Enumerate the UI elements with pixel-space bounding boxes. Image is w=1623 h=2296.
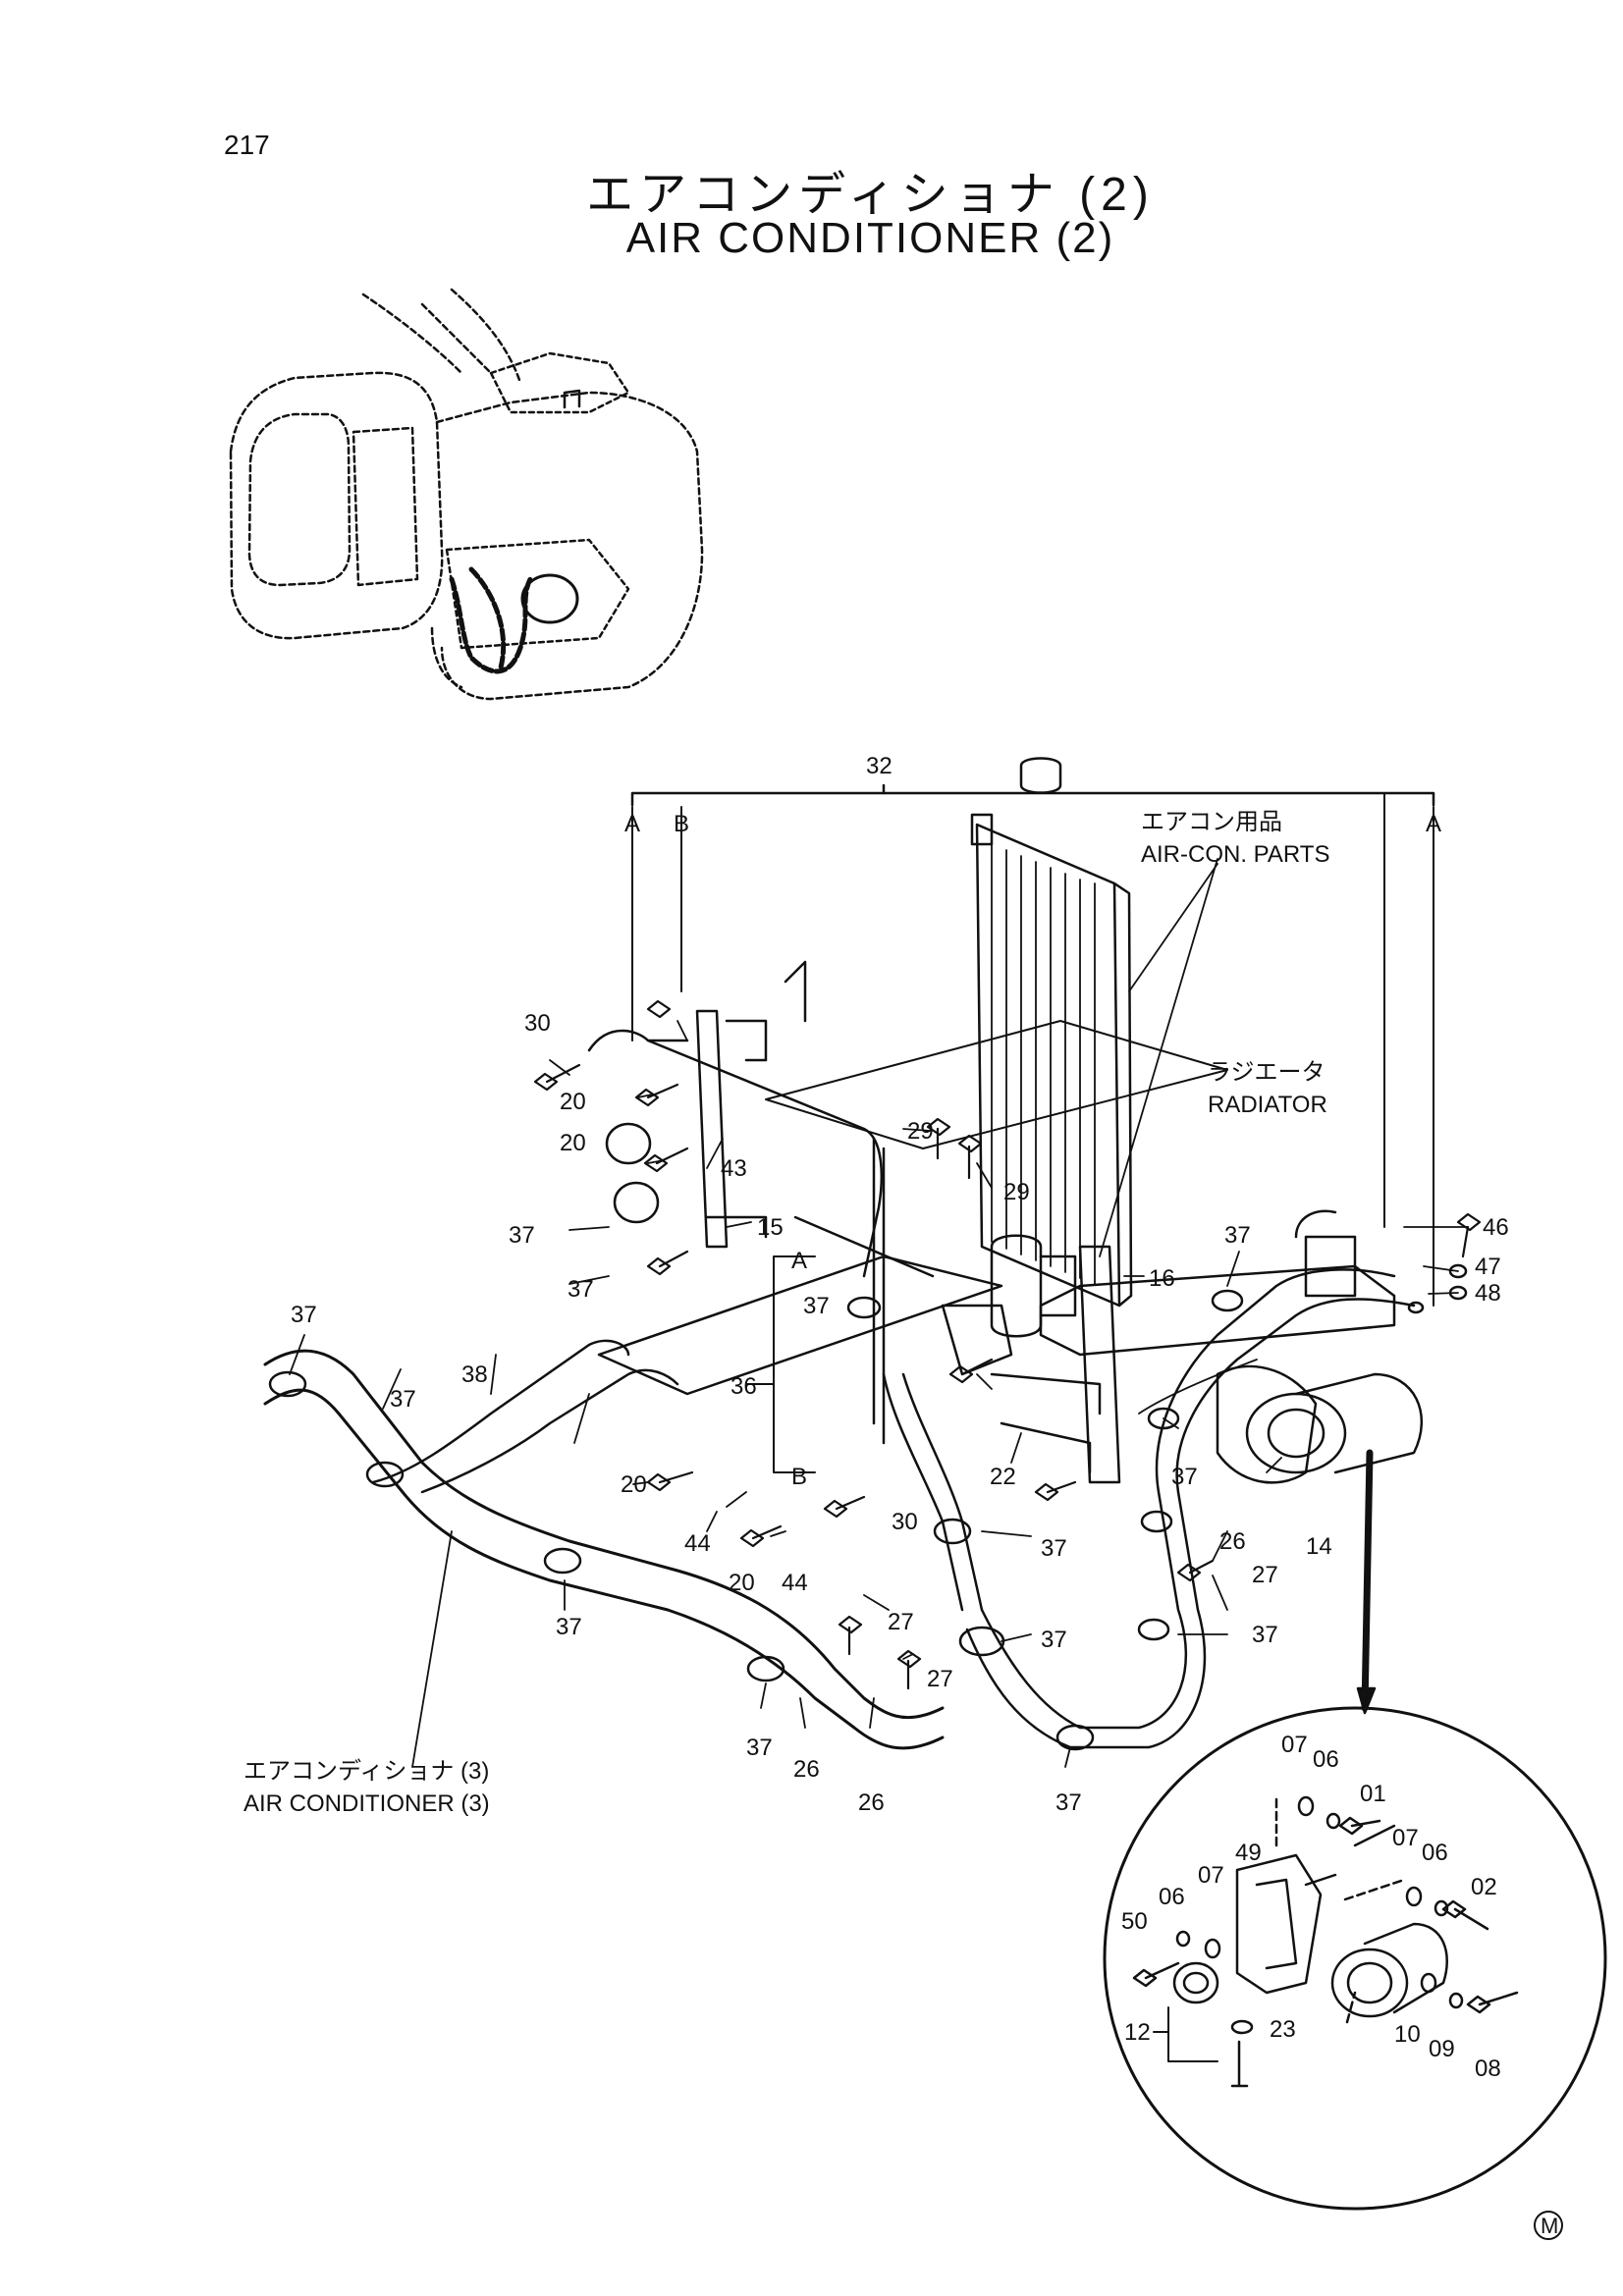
part-label-09: 09 (1429, 2036, 1455, 2062)
page-title-english: AIR CONDITIONER (2) (625, 214, 1115, 262)
part-label-44: 44 (684, 1530, 711, 1557)
leader-lines (289, 858, 1469, 1768)
part-label-48: 48 (1475, 1280, 1501, 1307)
part-label-20: 20 (729, 1570, 755, 1596)
part-label-44: 44 (782, 1570, 808, 1596)
corner-mark: M (1534, 2211, 1563, 2240)
detail-part-labels: 07 06 01 07 06 02 49 07 06 50 23 12 10 0… (1121, 1732, 1501, 2082)
part-label-36: 36 (730, 1373, 757, 1400)
part-label-50: 50 (1121, 1908, 1148, 1935)
part-label-37: 37 (1055, 1789, 1082, 1816)
part-label-37: 37 (509, 1222, 535, 1249)
radiator-label-jp: ラジエータ (1208, 1059, 1325, 1086)
part-label-26: 26 (1219, 1528, 1246, 1555)
part-label-26: 26 (858, 1789, 885, 1816)
part-label-22: 22 (990, 1464, 1016, 1490)
part-label-02: 02 (1471, 1874, 1497, 1900)
part-label-29: 29 (907, 1118, 934, 1145)
part-label-07: 07 (1281, 1732, 1308, 1758)
part-label-43: 43 (721, 1155, 747, 1182)
part-label-06: 06 (1159, 1884, 1185, 1910)
part-label-20: 20 (560, 1089, 586, 1115)
part-label-37: 37 (291, 1302, 317, 1328)
compressor (1216, 1364, 1424, 1484)
part-label-07: 07 (1392, 1825, 1419, 1851)
aircon-parts-label-en: AIR-CON. PARTS (1141, 841, 1329, 868)
part-label-06: 06 (1313, 1746, 1339, 1773)
corner-mark-letter: M (1541, 2214, 1558, 2238)
page-title-japanese: エアコンディショナ (2) (586, 169, 1155, 221)
hose-clamps (268, 1122, 1244, 1751)
part-label-32: 32 (866, 753, 893, 779)
part-label-01: 01 (1360, 1781, 1386, 1807)
main-assembly-drawing (263, 757, 1482, 1768)
ref-letter-a: A (1426, 811, 1441, 837)
aircon-parts-label-jp: エアコン用品 (1141, 809, 1282, 835)
part-label-27: 27 (888, 1609, 914, 1635)
part-label-37: 37 (1224, 1222, 1251, 1249)
part-label-37: 37 (556, 1614, 582, 1640)
part-label-20: 20 (560, 1130, 586, 1156)
part-label-47: 47 (1475, 1254, 1501, 1280)
annotation-labels: エアコン用品 AIR-CON. PARTS ラジエータ RADIATOR エアコ… (243, 809, 1329, 1817)
part-label-06: 06 (1422, 1840, 1448, 1866)
part-label-37: 37 (803, 1293, 830, 1319)
part-label-29: 29 (1003, 1179, 1030, 1205)
condenser (970, 757, 1133, 1308)
part-label-14: 14 (1306, 1533, 1332, 1560)
part-label-30: 30 (892, 1509, 918, 1535)
ref-letter-a: A (791, 1248, 807, 1274)
part-label-15: 15 (757, 1214, 784, 1241)
part-label-20: 20 (621, 1471, 647, 1498)
part-label-46: 46 (1483, 1214, 1509, 1241)
aircon3-label-jp: エアコンディショナ (3) (243, 1758, 489, 1785)
part-label-37: 37 (390, 1386, 416, 1413)
aircon3-label-en: AIR CONDITIONER (3) (243, 1790, 490, 1817)
page-number: 217 (224, 130, 270, 160)
part-label-37: 37 (746, 1735, 773, 1761)
part-label-07: 07 (1198, 1862, 1224, 1889)
part-label-26: 26 (793, 1756, 820, 1783)
part-label-37: 37 (1041, 1627, 1067, 1653)
ref-letter-a: A (624, 811, 640, 837)
machine-overview-sketch (229, 288, 704, 701)
part-label-37: 37 (1171, 1464, 1198, 1490)
part-label-27: 27 (1252, 1562, 1278, 1588)
part-label-27: 27 (927, 1666, 953, 1692)
part-label-30: 30 (524, 1010, 551, 1037)
part-label-37: 37 (1252, 1622, 1278, 1648)
part-label-10: 10 (1394, 2021, 1421, 2048)
detail-view-circle (1103, 1706, 1607, 2211)
radiator-label-en: RADIATOR (1208, 1092, 1327, 1118)
part-label-37: 37 (1041, 1535, 1067, 1562)
part-label-37: 37 (568, 1276, 594, 1303)
part-label-23: 23 (1270, 2016, 1296, 2043)
bolts (533, 999, 1482, 1690)
part-label-49: 49 (1235, 1840, 1262, 1866)
ref-letter-b: B (791, 1464, 807, 1490)
part-label-16: 16 (1149, 1265, 1175, 1292)
part-label-12: 12 (1124, 2019, 1151, 2046)
ref-letter-b: B (674, 811, 689, 837)
part-label-38: 38 (461, 1362, 488, 1388)
part-label-08: 08 (1475, 2056, 1501, 2082)
reference-letters: A B A A B (624, 811, 1441, 1490)
part-number-labels: 32 30 20 20 43 15 37 37 29 29 16 37 36 2… (291, 753, 1509, 1816)
